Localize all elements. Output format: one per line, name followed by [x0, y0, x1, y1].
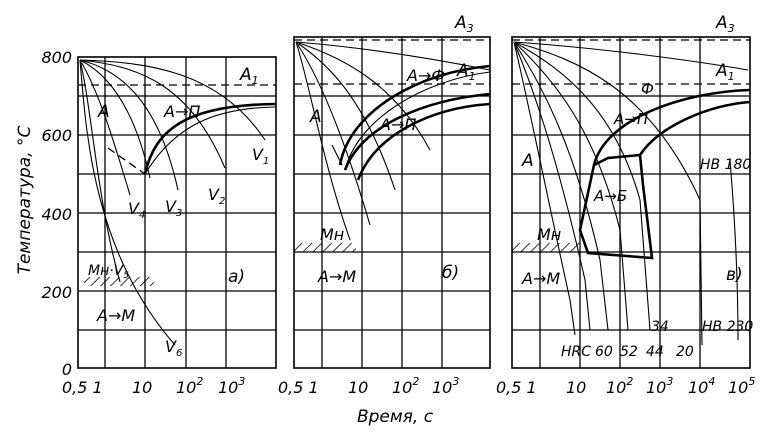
- panel-v-hrc-20: 20: [676, 344, 694, 360]
- panel-a-cooling-curves: [79, 59, 266, 346]
- panel-v-hrc-label: HRC: [561, 344, 591, 360]
- y-axis-label: Температура, °С: [15, 125, 35, 274]
- x-axis-label: Время, с: [357, 407, 434, 427]
- y-tick-200: 200: [41, 283, 72, 302]
- panel-v-tick-5: 105: [728, 375, 755, 397]
- panel-a-tick-2: 102: [176, 375, 203, 397]
- panel-v-pearlite-start-curve: [592, 88, 751, 166]
- panel-b-frame: [293, 36, 491, 369]
- panel-v-mn-label: Мн: [537, 225, 561, 244]
- panel-v-mn-hatch: [512, 243, 580, 252]
- y-tick-600: 600: [41, 126, 72, 145]
- panel-a-v2-label: V2: [208, 185, 225, 207]
- panel-v-tick-2: 102: [606, 375, 633, 397]
- panel-b-austenite-label: A: [309, 107, 322, 127]
- panel-a-dash-connector: [107, 147, 146, 175]
- panel-v-a-to-m-label: A→M: [521, 269, 560, 288]
- panel-v-hrc-60: 60: [595, 344, 613, 360]
- panel-v-a3-label: A3: [715, 13, 735, 35]
- panel-b-grid: [294, 37, 490, 368]
- panel-a-v4-label: V4: [128, 199, 145, 221]
- panel-a-a1-label: A1: [239, 65, 259, 87]
- panel-v-hrc-44: 44: [646, 344, 664, 360]
- panel-b-a-to-p-label: A→П: [379, 115, 416, 134]
- panel-b-pearlite-end-curve: [356, 102, 491, 181]
- panel-v-a-to-p-label: A→П: [613, 110, 648, 128]
- panel-b-a-to-m-label: A→M: [317, 267, 356, 286]
- panel-a: A1 A A→П V1 V2 V3 V4 Мн·V5 а) A→M V6 0,5…: [62, 56, 277, 397]
- panel-b-mn-hatch: [294, 243, 356, 252]
- panel-v-x-ticks: 0,5 1 10 102 103 104 105: [496, 375, 755, 397]
- panel-v: A3 A1 Ф A→П A HB 180 A→Б Мн A→M в) 34 HB…: [496, 13, 755, 397]
- panel-a-start-curve: [143, 102, 277, 175]
- panel-b-x-ticks: 0,5 1 10 102 103: [278, 375, 459, 397]
- panel-b-tick-1: 10: [348, 378, 368, 397]
- panel-a-a-to-m-label: A→M: [96, 306, 135, 325]
- panel-a-v1-label: V1: [252, 145, 269, 167]
- panel-b-tick-3: 103: [432, 375, 459, 397]
- panel-b-a3-label: A3: [454, 13, 474, 35]
- panel-a-v6-label: V6: [165, 337, 182, 359]
- panel-b-tag: б): [442, 263, 459, 283]
- panel-v-tag: в): [726, 265, 743, 285]
- panel-v-tick-0: 0,5 1: [496, 378, 537, 397]
- panel-v-hrc-52: 52: [620, 344, 638, 360]
- panel-b-cooling-curves: [295, 41, 491, 241]
- panel-b-tick-2: 102: [392, 375, 419, 397]
- panel-a-a-to-p-label: A→П: [163, 102, 200, 121]
- panel-b-tick-0: 0,5 1: [278, 378, 319, 397]
- y-tick-400: 400: [41, 205, 72, 224]
- panel-b-mn-label: Мн: [320, 225, 344, 244]
- panel-v-hb230-label: HB 230: [702, 319, 753, 335]
- panel-a-tag: а): [228, 267, 245, 287]
- panel-a-tick-1: 10: [132, 378, 152, 397]
- panel-b-ferrite-start-curve: [338, 64, 491, 166]
- panel-a-x-ticks: 0,5 1 10 102 103: [62, 375, 245, 397]
- panel-v-a-to-b-label: A→Б: [593, 187, 627, 205]
- panel-v-a1-label: A1: [715, 61, 735, 83]
- panel-b-a1-label: A1: [456, 61, 476, 83]
- panel-a-v5-mn-label: Мн·V5: [88, 263, 129, 281]
- panel-v-tick-1: 10: [566, 378, 586, 397]
- panel-a-tick-0: 0,5 1: [62, 378, 103, 397]
- panel-b-ferrite-end-curve: [344, 71, 491, 171]
- panel-a-end-curve: [144, 106, 277, 175]
- panel-v-ferrite-label: Ф: [641, 80, 654, 98]
- panel-b-left-hook: [331, 144, 343, 166]
- y-tick-800: 800: [41, 48, 72, 67]
- panel-v-tick-4: 104: [688, 375, 715, 397]
- panel-v-hrc34-label: 34: [651, 319, 669, 335]
- panel-b-pearlite-start-curve: [343, 92, 491, 171]
- panel-v-bainite-region: [578, 153, 654, 260]
- panel-a-v3-label: V3: [165, 197, 182, 219]
- panel-b: A3 A→Ф A1 A A→П Мн A→M б) 0,5 1 10 102 1…: [278, 13, 491, 397]
- panel-v-austenite-label: A: [521, 151, 534, 171]
- y-tick-0: 0: [62, 360, 72, 379]
- panel-b-a-to-f-label: A→Ф: [406, 66, 445, 85]
- panel-v-frame: [511, 36, 751, 369]
- panel-v-tick-3: 103: [646, 375, 673, 397]
- panel-v-hb180-label: HB 180: [700, 157, 751, 173]
- panel-v-pearlite-end-curve: [638, 100, 751, 156]
- panel-a-mn-hatch: [84, 277, 154, 286]
- panel-a-austenite-label: A: [97, 102, 110, 122]
- panel-v-cooling-curves: [513, 41, 749, 346]
- panel-a-tick-3: 103: [218, 375, 245, 397]
